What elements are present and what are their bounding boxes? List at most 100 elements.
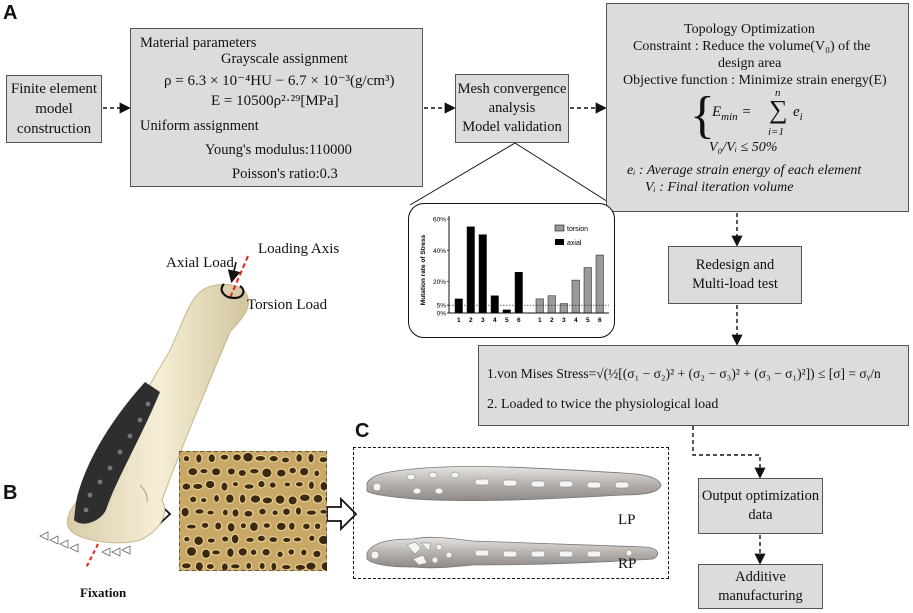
chart-bar-axial bbox=[466, 226, 475, 314]
pore bbox=[199, 496, 208, 504]
femur-illustration bbox=[39, 255, 249, 569]
pore bbox=[313, 469, 321, 478]
pore bbox=[200, 521, 210, 530]
pore bbox=[292, 536, 303, 543]
vi-definition: Vᵢ : Final iteration volume bbox=[645, 180, 794, 195]
von-mises-prefix: 1.von Mises Stress= bbox=[487, 366, 597, 381]
pore bbox=[195, 453, 203, 464]
youngs-modulus: Young's modulus:110000 bbox=[205, 142, 352, 158]
e-equation: E = 10500ρ²·²⁹[MPa] bbox=[211, 93, 339, 109]
pore bbox=[201, 548, 212, 560]
additive-line2: manufacturing bbox=[718, 587, 803, 604]
sum-top: n bbox=[775, 87, 781, 99]
arrow-criteria-to-output bbox=[692, 426, 766, 479]
lp-label: LP bbox=[618, 512, 636, 528]
torsion-arrow-icon bbox=[220, 283, 245, 300]
criteria-box: 1.von Mises Stress=√(½[(σ₁ − σ₂)² + (σ₂ … bbox=[478, 345, 909, 426]
mesh-line2: analysis bbox=[488, 100, 536, 116]
output-data-box: Output optimization data bbox=[698, 478, 823, 534]
emin-eq: = bbox=[737, 104, 752, 120]
porous-texture bbox=[179, 451, 327, 571]
pore bbox=[226, 547, 235, 559]
loading-axis-label: Loading Axis bbox=[258, 241, 340, 257]
pore bbox=[206, 509, 215, 516]
objective-brace: { bbox=[690, 87, 715, 144]
pore bbox=[287, 495, 298, 506]
pore bbox=[193, 535, 205, 547]
redesign-box: Redesign and Multi-load test bbox=[668, 246, 802, 304]
pore bbox=[305, 509, 318, 517]
pore bbox=[261, 547, 272, 557]
pore bbox=[280, 563, 292, 571]
chart-xtick-label: 5 bbox=[586, 317, 590, 324]
pore bbox=[229, 563, 241, 570]
chart-xtick-label: 2 bbox=[550, 317, 554, 324]
axial-load-arrow bbox=[227, 261, 241, 284]
chart-xtick-label: 6 bbox=[598, 317, 602, 324]
sum-term-e: e bbox=[793, 104, 800, 120]
pore bbox=[298, 466, 310, 477]
pore bbox=[307, 480, 316, 491]
topology-objective: Objective function : Minimize strain ene… bbox=[623, 73, 887, 88]
redesign-line1: Redesign and bbox=[695, 257, 775, 273]
pore bbox=[308, 534, 316, 543]
pore bbox=[271, 509, 279, 517]
chart-bar-torsion bbox=[583, 267, 592, 314]
pore bbox=[294, 480, 304, 488]
fe-line1: Finite element bbox=[10, 81, 98, 97]
pore bbox=[295, 452, 304, 464]
material-params-box: Material parameters Grayscale assignment… bbox=[130, 28, 423, 187]
pore bbox=[281, 536, 292, 544]
pore bbox=[319, 508, 327, 515]
fixation-label: Fixation bbox=[80, 585, 127, 600]
pore bbox=[258, 507, 267, 516]
pore bbox=[187, 466, 199, 477]
chart-bar-torsion bbox=[535, 298, 544, 314]
pore bbox=[254, 454, 267, 462]
pore bbox=[275, 468, 287, 478]
pore bbox=[288, 466, 298, 475]
topology-optimization-box: Topology Optimization Constraint : Reduc… bbox=[606, 3, 909, 212]
pore bbox=[256, 534, 267, 543]
pore bbox=[261, 496, 274, 505]
pore bbox=[237, 468, 248, 478]
pore bbox=[239, 522, 248, 530]
pore bbox=[245, 561, 253, 571]
pore bbox=[287, 548, 296, 556]
pore bbox=[185, 523, 198, 530]
chart-bar-axial bbox=[514, 272, 523, 314]
pore bbox=[261, 467, 273, 479]
pore bbox=[220, 481, 229, 492]
pore bbox=[268, 535, 279, 544]
panel-label-b: B bbox=[3, 482, 18, 504]
pore bbox=[194, 561, 205, 571]
pore bbox=[237, 547, 249, 557]
poisson-ratio: Poisson's ratio:0.3 bbox=[232, 166, 338, 182]
bone-plate bbox=[74, 382, 160, 524]
pore bbox=[275, 521, 287, 532]
panel-label-a: A bbox=[3, 2, 18, 24]
pore bbox=[244, 536, 255, 544]
additive-manufacturing-box: Additive manufacturing bbox=[698, 564, 823, 609]
pore bbox=[242, 451, 254, 463]
pore bbox=[249, 494, 262, 504]
pore bbox=[320, 561, 327, 571]
redesign-line2: Multi-load test bbox=[692, 276, 778, 292]
sum-term: ei bbox=[793, 104, 803, 123]
pore bbox=[205, 562, 215, 571]
pore bbox=[257, 479, 266, 489]
fe-line3: construction bbox=[16, 121, 92, 137]
pore bbox=[276, 550, 284, 559]
chart-ytick-label: 60% bbox=[433, 217, 446, 224]
pore bbox=[270, 561, 278, 571]
chart-bar-torsion bbox=[571, 279, 580, 314]
arrow-texture-to-plates-icon bbox=[326, 496, 358, 532]
pore bbox=[207, 453, 217, 464]
fixation-triangles bbox=[39, 531, 131, 557]
legend-torsion-label: torsion bbox=[567, 226, 588, 233]
pore bbox=[210, 467, 222, 477]
pore bbox=[268, 454, 280, 463]
pore bbox=[294, 563, 307, 571]
pore bbox=[298, 493, 311, 503]
